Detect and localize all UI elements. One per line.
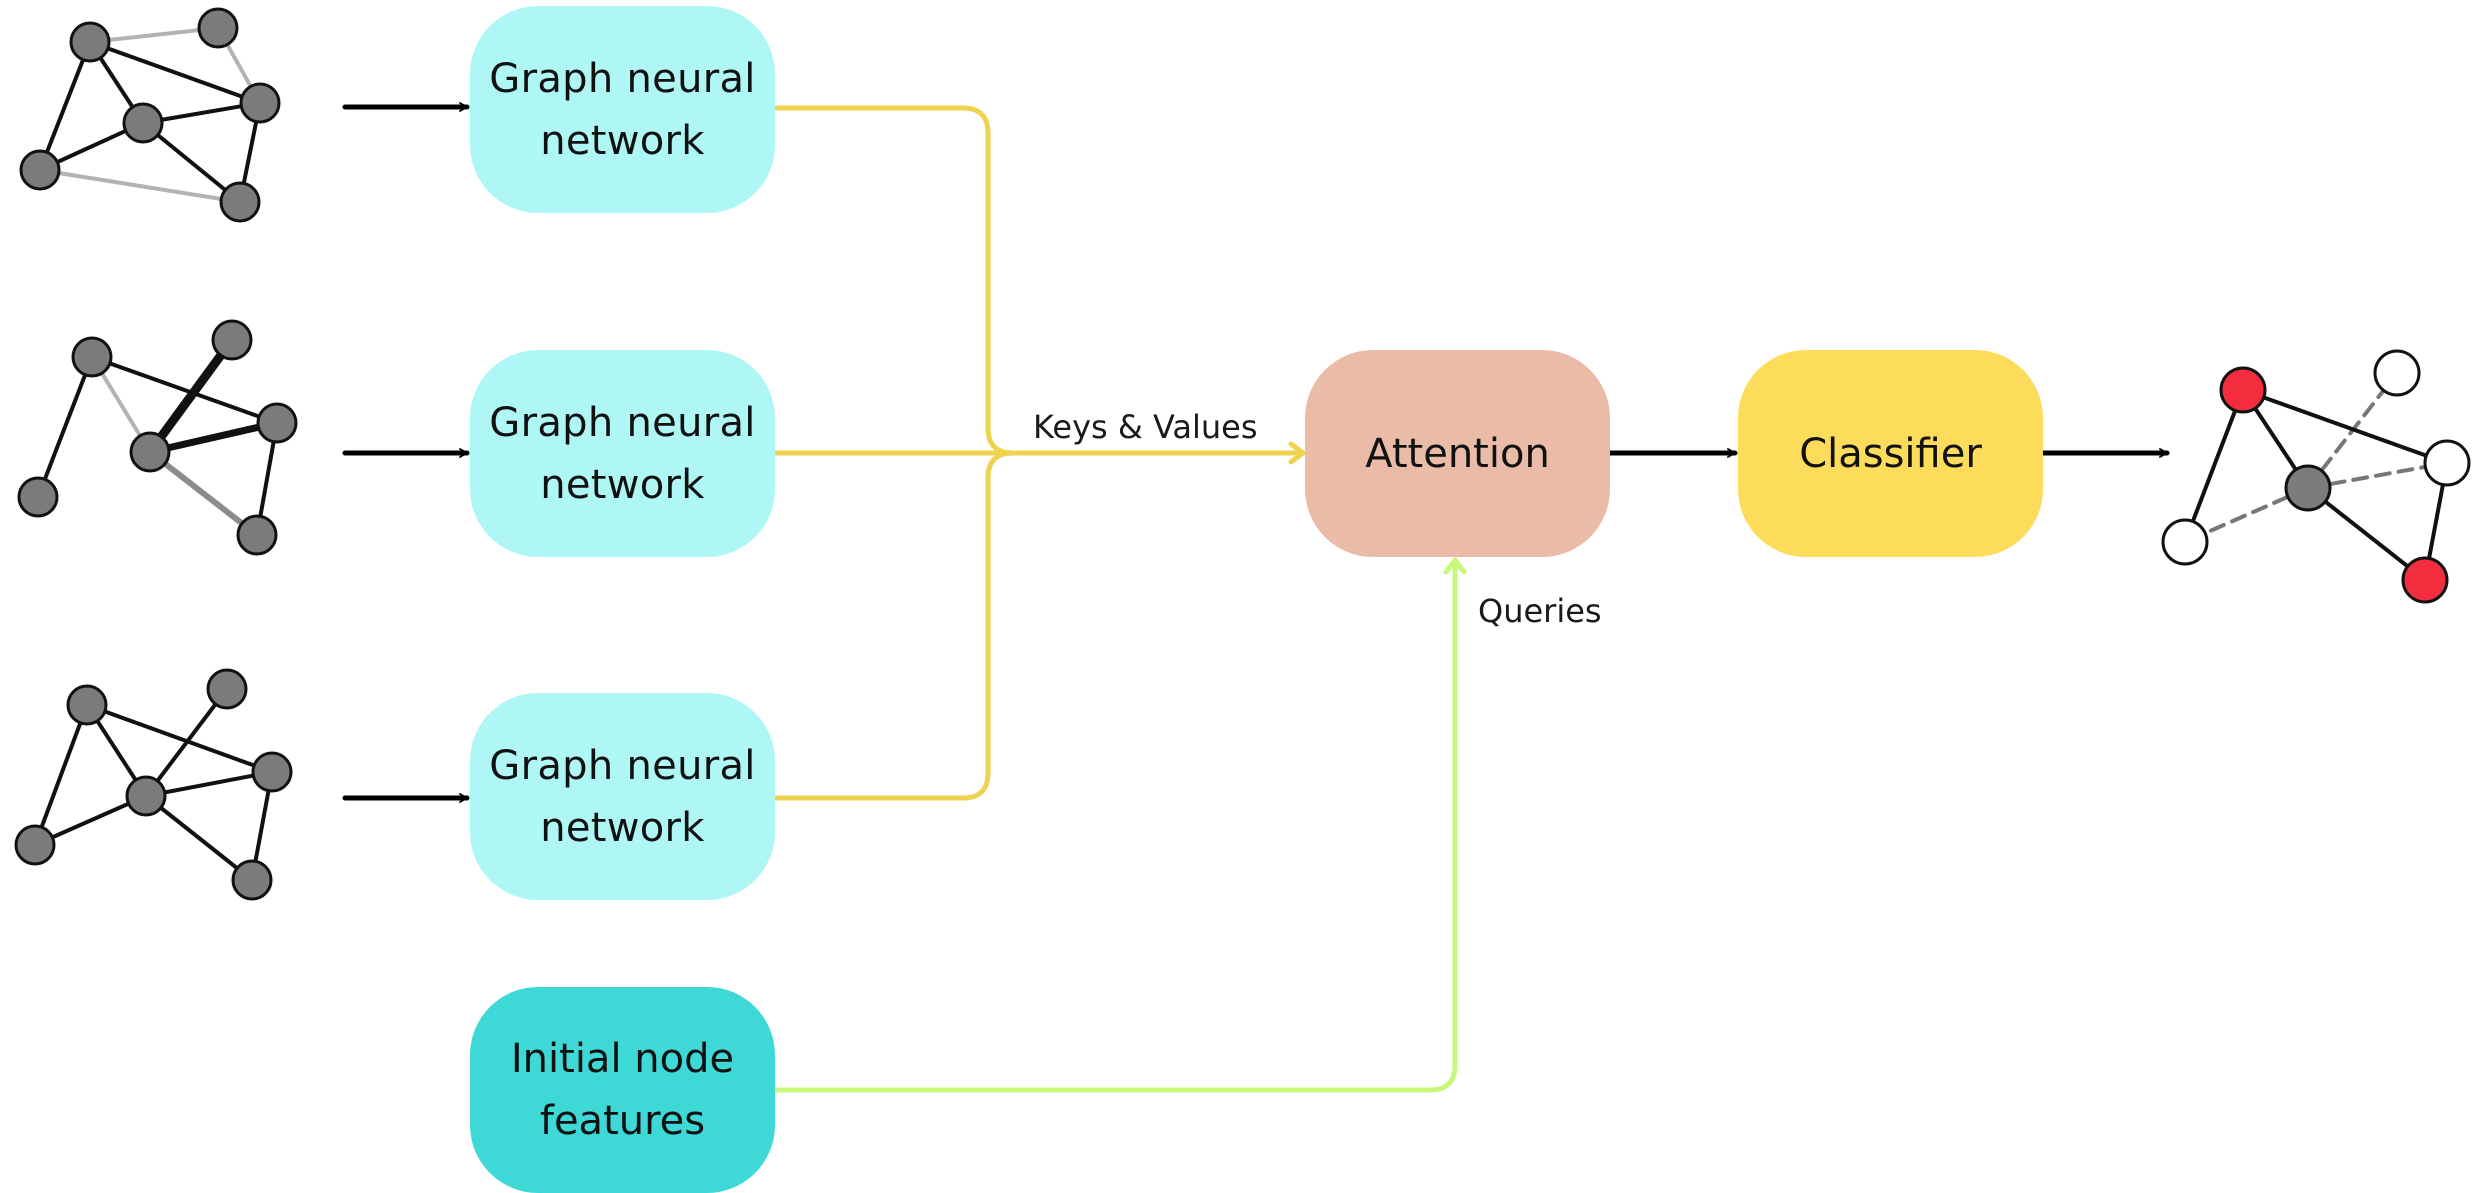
graph-node xyxy=(17,476,59,518)
output-node-white xyxy=(2373,349,2421,397)
graph-node xyxy=(71,336,113,378)
queries-connector xyxy=(772,557,1467,1093)
output-node-red xyxy=(2401,556,2449,604)
graph-node xyxy=(231,859,273,901)
classifier-box: Classifier xyxy=(1738,350,2043,557)
attention-box: Attention xyxy=(1305,350,1610,557)
output-graph xyxy=(2161,349,2471,604)
graph-node xyxy=(129,431,171,473)
graph-node xyxy=(219,181,261,223)
output-node-white xyxy=(2161,518,2209,566)
queries-label: Queries xyxy=(1478,592,1602,630)
graph-node xyxy=(211,319,253,361)
graph-node xyxy=(239,82,281,124)
graph-node xyxy=(66,684,108,726)
gnn-box-3: Graph neural network xyxy=(470,693,775,900)
graph-node xyxy=(125,775,167,817)
output-node-white xyxy=(2423,439,2471,487)
input-graph-3 xyxy=(14,668,293,901)
input-graph-2 xyxy=(17,319,298,556)
output-node-gray xyxy=(2284,464,2332,512)
gnn-box-2: Graph neural network xyxy=(470,350,775,557)
graph-node xyxy=(14,824,56,866)
input-graph-1 xyxy=(19,7,281,223)
graph-node xyxy=(197,7,239,49)
keys-values-label: Keys & Values xyxy=(1033,408,1258,446)
graph-node xyxy=(236,514,278,556)
initial-node-features-box: Initial node features xyxy=(470,987,775,1193)
gnn-box-1: Graph neural network xyxy=(470,6,775,213)
output-node-red xyxy=(2219,366,2267,414)
graph-node xyxy=(256,402,298,444)
graph-node xyxy=(19,149,61,191)
graph-node xyxy=(251,751,293,793)
graph-node xyxy=(122,102,164,144)
keys-values-connector xyxy=(772,105,1306,801)
graph-node xyxy=(69,21,111,63)
graph-node xyxy=(206,668,248,710)
